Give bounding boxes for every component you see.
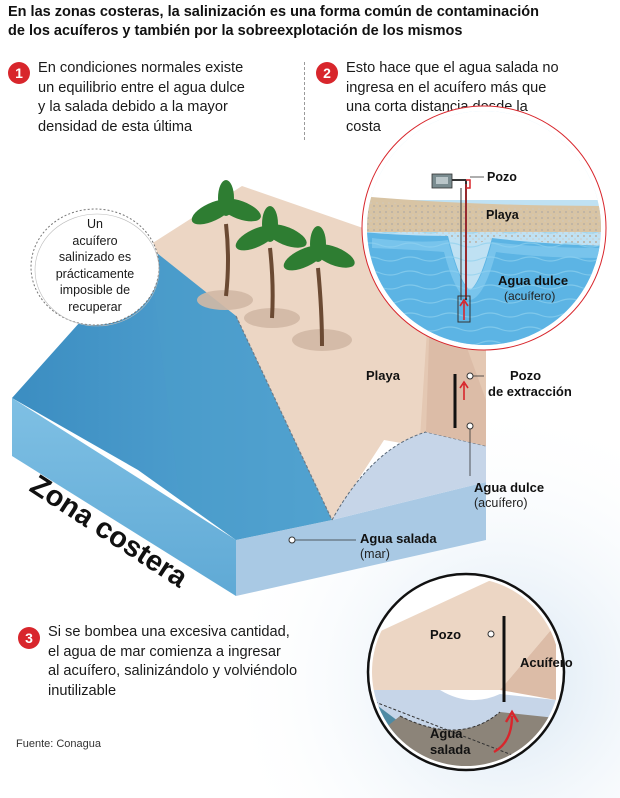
- inset-top-fresh-sub: (acuífero): [504, 289, 555, 303]
- step-3-line: Si se bombea una excesiva cantidad,: [48, 624, 290, 640]
- salt-interface-line: [331, 431, 487, 521]
- step-1-badge: 1: [8, 62, 30, 84]
- salt-water-sub: (mar): [360, 547, 390, 561]
- fresh-aquifer-lens: [332, 432, 486, 520]
- fresh-marker: [466, 422, 474, 430]
- step-3-text: Si se bombea una excesiva cantidad, el a…: [48, 623, 368, 701]
- step-3-line: al acuífero, salinizándolo y volviéndolo: [48, 663, 298, 679]
- bubble-line: salinizado es: [58, 250, 132, 264]
- fresh-water-sub: (acuífero): [474, 496, 528, 510]
- callout-bubble: Un acuífero salinizado es prácticamente …: [36, 216, 154, 316]
- step-2-badge: 2: [316, 62, 338, 84]
- inset-bottom: [366, 572, 566, 772]
- inset-bottom-well-label: Pozo: [430, 627, 461, 642]
- source-credit: Fuente: Conagua: [16, 738, 102, 750]
- bubble-line: prácticamente: [55, 266, 135, 281]
- salt-water-label: Agua salada (mar): [360, 531, 437, 562]
- inset-bottom-aquifer-label: Acuífero: [520, 655, 573, 670]
- step-1-line: En condiciones normales existe: [38, 60, 244, 76]
- bubble-line: imposible de: [59, 283, 131, 297]
- salt-water-title: Agua salada: [360, 531, 437, 546]
- bubble-line: recuperar: [68, 299, 122, 314]
- step-3-line: inutilizable: [48, 682, 117, 699]
- inset-bottom-salt-label-2: salada: [430, 742, 471, 757]
- salt-marker: [288, 536, 296, 544]
- steps-divider: [304, 62, 305, 140]
- step-2-line: ingresa en el acuífero más que: [346, 79, 547, 96]
- title-line-1: En las zonas costeras, la salinización e…: [8, 4, 540, 20]
- step-3-badge: 3: [18, 627, 40, 649]
- main-well-arrow: [459, 380, 469, 400]
- step-1-line: un equilibrio entre el agua dulce: [38, 79, 245, 96]
- callout-bubble-outline: [30, 208, 160, 327]
- fresh-water-label: Agua dulce (acuífero): [474, 480, 544, 511]
- fresh-water-title: Agua dulce: [474, 480, 545, 495]
- bubble-line: acuífero: [72, 233, 118, 248]
- inset-bottom-salt-label-1: Agua: [430, 726, 463, 741]
- sea-front-right: [236, 482, 486, 596]
- well-label: Pozo de extracción: [488, 368, 572, 400]
- sea-surface-shallow: [148, 246, 332, 540]
- step-1-text: En condiciones normales existe un equili…: [38, 59, 303, 137]
- step-2-line: costa: [346, 118, 381, 135]
- step-3-line: el agua de mar comienza a ingresar: [48, 643, 281, 660]
- step-2-line: Esto hace que el agua salada no: [346, 60, 559, 76]
- title-line-2: de los acuíferos y también por la sobree…: [8, 23, 463, 39]
- palm-trees: [191, 180, 355, 347]
- step-2-text: Esto hace que el agua salada no ingresa …: [346, 59, 616, 137]
- inset-top-fresh-label: Agua dulce: [498, 273, 568, 288]
- sea-floor-line: [235, 315, 333, 521]
- inset-top-beach-label: Playa: [486, 208, 520, 222]
- well-label-line-2: de extracción: [488, 384, 572, 399]
- beach-label: Playa: [366, 368, 400, 383]
- well-label-line-1: Pozo: [510, 368, 542, 383]
- step-1-line: y la salada debido a la mayor: [38, 99, 228, 115]
- main-well-marker: [466, 372, 474, 380]
- page-title: En las zonas costeras, la salinización e…: [8, 3, 614, 41]
- inset-top-well-label: Pozo: [487, 170, 517, 184]
- step-1-line: densidad de esta última: [38, 118, 193, 135]
- inset-top: [361, 105, 607, 351]
- bubble-line: Un: [87, 217, 103, 231]
- sea-front: [12, 398, 236, 596]
